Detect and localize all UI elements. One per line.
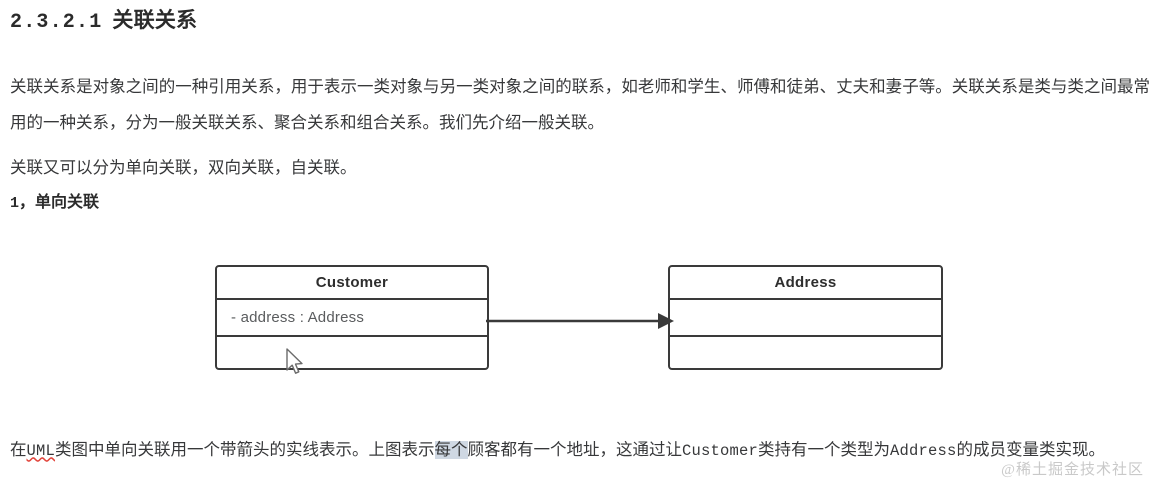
- explain-text-2: 类图中单向关联用一个带箭头的实线表示。上图表示: [55, 440, 435, 459]
- section-title: 关联关系: [112, 9, 198, 32]
- page-title: 2.3.2.1 关联关系: [10, 4, 197, 34]
- uml-class-address-name: Address: [670, 267, 941, 300]
- explain-text-3: 顾客都有一个地址，这通过让: [467, 440, 683, 459]
- uml-class-diagram: Customer - address : Address Address: [0, 0, 1158, 374]
- subheading-unidirectional: 1，单向关联: [10, 188, 99, 212]
- paragraph-association-kinds: 关联又可以分为单向关联，双向关联，自关联。: [10, 158, 357, 177]
- uml-class-address-attributes: [670, 300, 941, 337]
- inline-code-customer: Customer: [682, 441, 759, 460]
- subheading-title: 单向关联: [35, 194, 100, 211]
- explain-text-1: 在: [10, 440, 27, 459]
- subheading-number: 1: [10, 195, 20, 212]
- paragraph-intro: 关联关系是对象之间的一种引用关系，用于表示一类对象与另一类对象之间的联系，如老师…: [10, 77, 1150, 132]
- inline-code-address: Address: [890, 441, 957, 460]
- subheading-separator: ，: [19, 194, 36, 211]
- selected-text-fragment[interactable]: 每个: [434, 440, 468, 459]
- uml-class-customer-name: Customer: [217, 267, 487, 300]
- section-number: 2.3.2.1: [10, 11, 103, 34]
- explain-text-4: 类持有一个类型为: [758, 440, 891, 459]
- uml-class-customer[interactable]: Customer - address : Address: [215, 265, 489, 370]
- paragraph-explanation: 在UML类图中单向关联用一个带箭头的实线表示。上图表示每个顾客都有一个地址，这通…: [10, 432, 1150, 469]
- watermark: @稀土掘金技术社区: [1001, 462, 1144, 478]
- uml-class-address[interactable]: Address: [668, 265, 943, 370]
- uml-class-customer-attribute: - address : Address: [217, 300, 487, 337]
- inline-code-uml: UML: [26, 441, 56, 460]
- uml-class-customer-operations: [217, 337, 487, 368]
- uml-class-address-operations: [670, 337, 941, 368]
- association-arrow-icon: [486, 313, 674, 329]
- explain-text-5: 的成员变量类实现。: [956, 440, 1106, 459]
